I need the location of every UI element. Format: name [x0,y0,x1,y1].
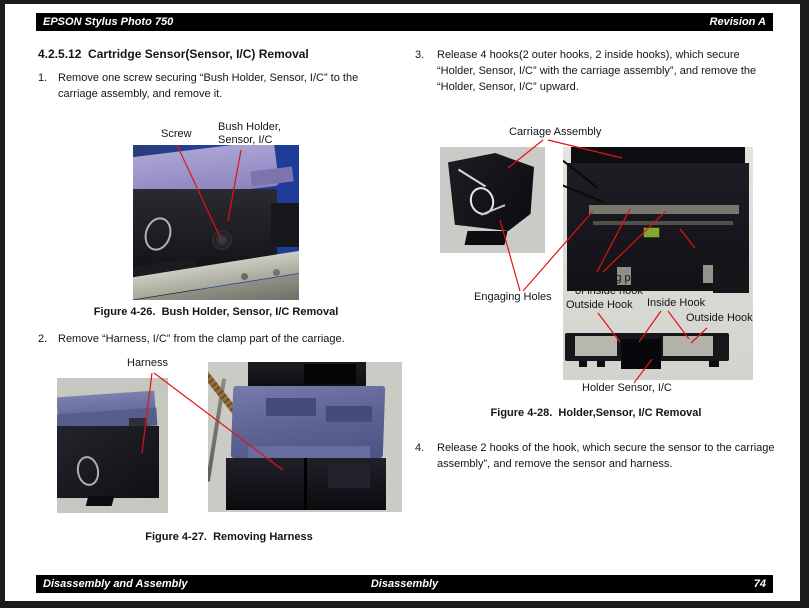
figure-4-28-photo-left [440,147,545,253]
step-4-text: Release 2 hooks of the hook, which secur… [437,442,775,470]
page-header-bar: EPSON Stylus Photo 750 Revision A [36,13,773,31]
photo-assembly-bar [589,205,739,214]
step-2-text: Remove “Harness, I/C” from the clamp par… [58,333,345,345]
step-1-number: 1. [38,72,48,84]
photo-cover-recess [326,406,372,422]
callout-outside-hook-right: Outside Hook [686,312,753,324]
photo-screw-boss [212,230,232,250]
photo-top-block-dark [304,364,356,384]
step-1: 1. Remove one screw securing “Bush Holde… [38,70,390,102]
step-3: 3. Release 4 hooks(2 outer hooks, 2 insi… [415,47,779,95]
callout-bush-holder: Bush Holder, Sensor, I/C [218,121,281,146]
callout-outside-hook-left: Outside Hook [566,299,633,311]
callout-carriage-assembly: Carriage Assembly [509,126,602,138]
callout-harness: Harness [127,357,168,369]
header-revision: Revision A [709,16,766,28]
section-title: 4.2.5.12 Cartridge Sensor(Sensor, I/C) R… [38,47,309,61]
step-4-number: 4. [415,442,425,454]
photo-body-tab [328,464,370,488]
photo-assembly-bar-lower [593,221,733,225]
photo-carriage-side [271,203,299,247]
step-2-number: 2. [38,333,48,345]
callout-inside-hook: Inside Hook [647,297,706,309]
photo-body-seam [304,458,307,510]
footer-section-left: Disassembly and Assembly [43,578,188,590]
photo-rail-screw [273,269,280,276]
photo-carriage-body [57,426,159,498]
step-2: 2. Remove “Harness, I/C” from the clamp … [38,331,398,347]
photo-outside-hook-part [663,336,713,356]
step-4: 4. Release 2 hooks of the hook, which se… [415,440,779,472]
photo-rail-screw [241,273,248,280]
figure-4-27-caption: Figure 4-27. Removing Harness [145,531,313,543]
figure-4-28-caption: Figure 4-28. Holder,Sensor, I/C Removal [490,407,702,419]
figure-4-26-caption: Figure 4-26. Bush Holder, Sensor, I/C Re… [93,306,339,318]
callout-engaging-part-of-inside-hook: Engaging part of inside hook [575,272,644,297]
figure-4-26-photo [133,145,299,300]
footer-section-center: Disassembly [370,578,439,590]
photo-strip-foot [579,361,587,367]
footer-page-number: 74 [753,578,766,590]
callout-engaging-holes: Engaging Holes [474,291,552,303]
photo-strip-foot [709,361,719,367]
figure-4-27-photo-right [208,362,402,512]
step-1-text: Remove one screw securing “Bush Holder, … [58,72,359,100]
step-3-text: Release 4 hooks(2 outer hooks, 2 inside … [437,49,757,93]
callout-screw: Screw [161,128,192,140]
callout-holder-sensor: Holder Sensor, I/C [582,382,672,394]
figure-4-27-photo-left [57,378,168,513]
header-product-title: EPSON Stylus Photo 750 [43,16,174,28]
photo-assembly-arm [713,259,749,293]
figure-4-28-photo-right [563,147,753,380]
photo-carriage-foot [85,496,115,506]
photo-holder-center-block [621,339,661,369]
photo-outside-hook-part [575,336,617,356]
photo-cover-recess [266,398,316,416]
callout-engaging-hole: Engaging Hole [667,247,740,259]
photo-strip-foot [597,361,605,367]
page-footer-bar: Disassembly and Assembly Disassembly 74 [36,575,773,593]
step-3-number: 3. [415,49,425,61]
photo-sensor-connector [643,227,660,238]
photo-carriage-foot [464,231,508,245]
